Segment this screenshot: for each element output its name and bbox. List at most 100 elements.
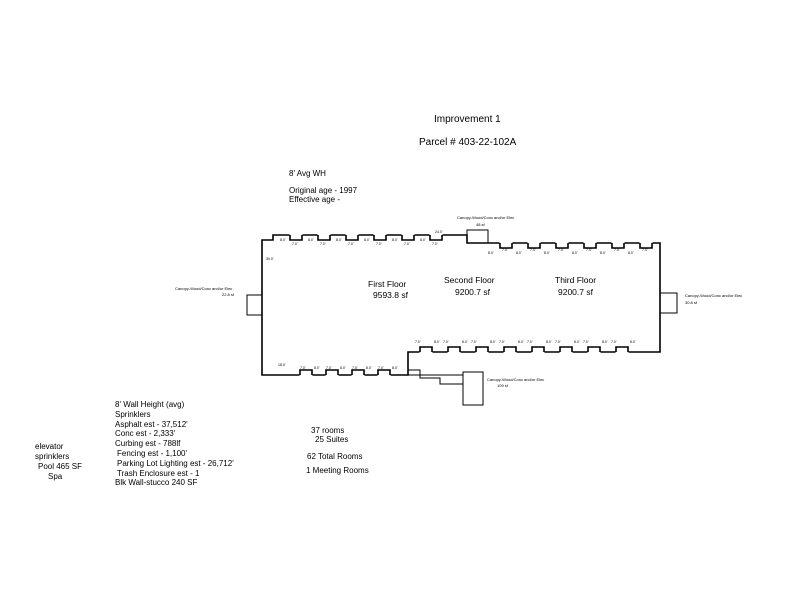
improvement-title: Improvement 1 — [434, 114, 501, 125]
notch — [559, 346, 573, 352]
dimension-label: 8.0' — [602, 340, 608, 344]
site-feature: Curbing est - 788lf — [115, 439, 181, 449]
amenity: elevator — [35, 442, 64, 451]
site-feature: 8' Wall Height (avg) — [115, 400, 185, 409]
site-feature: Conc est - 2,333' — [115, 429, 176, 439]
meeting-rooms: 1 Meeting Rooms — [306, 466, 369, 475]
dimension-label: 7.0' — [292, 242, 298, 246]
dimension-label: 7.0' — [415, 340, 421, 344]
notch — [611, 243, 625, 249]
dimension-label: 8.0' — [336, 238, 342, 242]
site-feature: Blk Wall-stucco 240 SF — [115, 478, 198, 488]
notch — [377, 369, 391, 375]
site-feature: Sprinklers — [115, 409, 151, 419]
dimension-label: 7.0' — [586, 248, 592, 252]
dimension-label: 8.0' — [392, 238, 398, 242]
dimension-label: 7.0' — [378, 366, 384, 370]
dimension-label: 8.0' — [434, 340, 440, 344]
dimension-label: 7.0' — [530, 248, 536, 252]
dimension-label: 8.0' — [544, 251, 550, 255]
notch — [401, 235, 415, 241]
notch — [299, 369, 313, 375]
dimension-label: 24.0' — [435, 230, 443, 234]
notch — [587, 346, 601, 352]
dimension-label: 7.0' — [558, 248, 564, 252]
notch — [639, 243, 653, 249]
amenity: Spa — [48, 472, 63, 481]
site-feature: Parking Lot Lighting est - 26,712' — [117, 458, 234, 468]
dimension-label: 7.0' — [642, 248, 648, 252]
effective-age: Effective age - — [289, 195, 340, 204]
dimension-label: 7.0' — [611, 340, 617, 344]
main-outline — [261, 234, 661, 376]
dimension-label: 7.0' — [502, 248, 508, 252]
dimension-label: 8.0' — [420, 238, 426, 242]
room-count: 37 rooms — [311, 426, 345, 435]
dimension-label: 8.0' — [280, 238, 286, 242]
dimension-label: 8.0' — [314, 366, 320, 370]
notch — [447, 346, 461, 352]
lower-extension — [408, 369, 464, 385]
wall-notches — [289, 233, 653, 377]
dimension-label: 8.0' — [308, 238, 314, 242]
dimension-label: 8.0' — [462, 340, 468, 344]
original-age: Original age - 1997 — [289, 186, 358, 195]
canopy-bottom-area: 109 sf — [497, 383, 508, 388]
notch — [503, 346, 517, 352]
dimension-label: 7.0' — [376, 242, 382, 246]
dimension-label: 18.0' — [278, 363, 286, 367]
dimension-label: 7.0' — [432, 242, 438, 246]
site-features-list: 8' Wall Height (avg) Sprinklers Asphalt … — [115, 400, 234, 488]
dimension-label: 7.0' — [320, 242, 326, 246]
notch — [583, 243, 597, 249]
canopy-top-area: 48 sf — [476, 222, 485, 227]
dimension-label: 7.0' — [300, 366, 306, 370]
notch — [325, 369, 339, 375]
notch — [527, 243, 541, 249]
dimension-label: 8.0' — [516, 251, 522, 255]
suite-count: 25 Suites — [315, 435, 349, 444]
dimension-label: 7.0' — [555, 340, 561, 344]
dimension-label: 7.0' — [348, 242, 354, 246]
dimension-label: 8.0' — [518, 340, 524, 344]
floor-1-area: 9593.8 sf — [373, 290, 408, 300]
site-feature: Trash Enclosure est - 1 — [117, 468, 200, 478]
dimension-label: 8.0' — [490, 340, 496, 344]
dimension-label: 7.0' — [443, 340, 449, 344]
dimension-label: 8.0' — [488, 251, 494, 255]
canopy-right-label: Canopy-Wood/Conc and/or Elec — [685, 293, 743, 298]
floor-1-name: First Floor — [368, 279, 407, 289]
dimension-labels: 8.0'7.0'8.0'7.0'8.0'7.0'8.0'7.0'8.0'7.0'… — [266, 230, 648, 370]
amenities-list: elevator sprinklers Pool 465 SF Spa — [35, 442, 82, 482]
dimension-label: 8.0' — [546, 340, 552, 344]
dimension-label: 8.0' — [572, 251, 578, 255]
building-outline — [246, 229, 678, 406]
notch — [345, 235, 359, 241]
dimension-label: 8.0' — [340, 366, 346, 370]
canopy-left-area: 22.8 sf — [222, 292, 235, 297]
dimension-label: 7.0' — [404, 242, 410, 246]
total-rooms: 62 Total Rooms — [307, 452, 363, 461]
dimension-label: 8.0' — [628, 251, 634, 255]
dimension-label: 8.0' — [392, 366, 398, 370]
canopy-top-box — [466, 229, 489, 244]
dimension-label: 7.0' — [352, 366, 358, 370]
dimension-label: 7.0' — [614, 248, 620, 252]
notch — [555, 243, 569, 249]
canopy-right-box — [659, 292, 678, 314]
canopy-left-box — [246, 294, 263, 316]
dimension-label: 7.0' — [583, 340, 589, 344]
avg-wall-height: 8' Avg WH — [289, 169, 326, 178]
notch — [289, 235, 303, 241]
amenity: Pool 465 SF — [38, 462, 83, 471]
amenity: sprinklers — [35, 452, 70, 461]
dimension-label: 7.0' — [527, 340, 533, 344]
floor-2-area: 9200.7 sf — [455, 287, 490, 297]
dimension-label: 8.0' — [600, 251, 606, 255]
site-feature: Asphalt est - 37,512' — [115, 419, 188, 429]
canopy-top-label: Canopy-Wood/Conc and/or Elec — [457, 215, 515, 220]
dimension-label: 8.0' — [574, 340, 580, 344]
notch — [615, 346, 629, 352]
notch — [475, 346, 489, 352]
